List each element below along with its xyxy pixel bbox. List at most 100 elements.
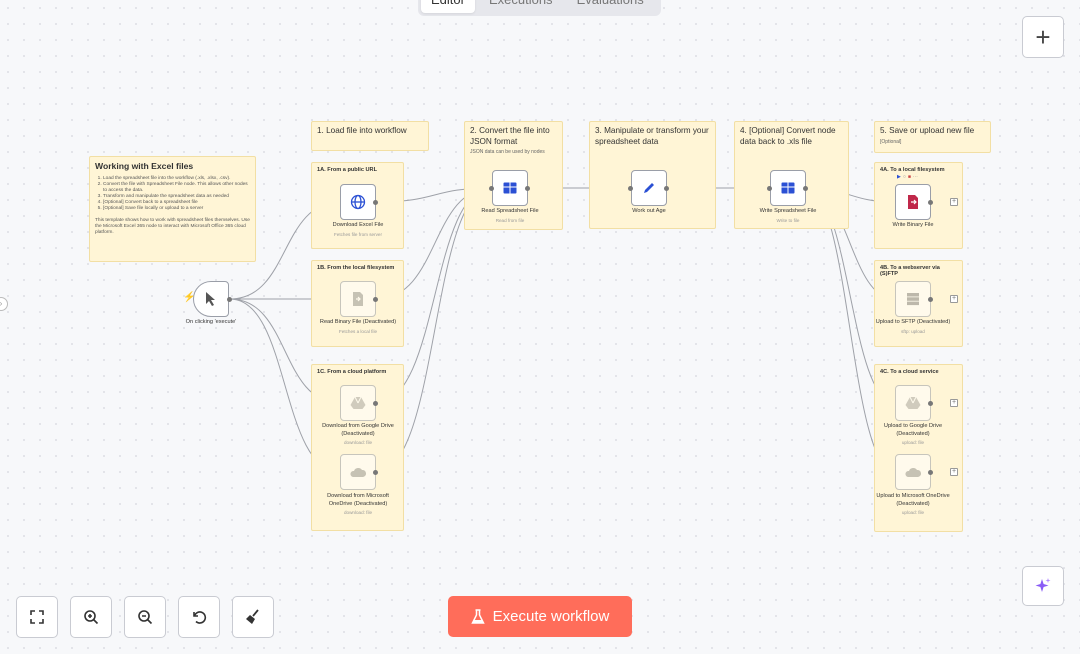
intro-footer: This template shows how to work with spr…	[95, 217, 250, 235]
upload-onedrive-output-handle[interactable]	[928, 470, 933, 475]
google-drive-icon	[905, 396, 921, 409]
upload-sftp-subtitle: sftp: upload	[901, 328, 925, 334]
sticky-4c[interactable]: 4C. To a cloud service	[874, 364, 963, 532]
work-out-age-output-handle[interactable]	[664, 186, 669, 191]
section-2-subtitle: JSON data can be used by nodes	[470, 149, 545, 155]
google-drive-icon	[350, 396, 366, 409]
work-out-age-label: Work out Age	[632, 208, 666, 214]
node-upload-sftp[interactable]	[895, 281, 931, 317]
read-spreadsheet-input-handle[interactable]	[489, 186, 494, 191]
add-next-node-button[interactable]: +	[950, 198, 958, 206]
reset-zoom-button[interactable]	[178, 596, 220, 638]
file-export-icon	[908, 195, 918, 209]
section-2-title: 2. Convert the file into JSON format	[470, 126, 550, 146]
upload-sftp-title: Upload to SFTP (Deactivated)	[875, 319, 951, 325]
read-spreadsheet-subtitle: Read from file	[495, 217, 525, 223]
node-write-binary[interactable]	[895, 184, 931, 220]
node-download-excel[interactable]	[340, 184, 376, 220]
gdrive-output-handle[interactable]	[373, 401, 378, 406]
globe-icon	[350, 194, 366, 210]
add-node-button[interactable]: +	[1022, 16, 1064, 58]
zoom-out-button[interactable]	[124, 596, 166, 638]
read-binary-title: Read Binary File (Deactivated)	[319, 319, 397, 325]
upload-gdrive-subtitle: upload: file	[901, 440, 925, 445]
onedrive-download-title: Download from Microsoft OneDrive (Deacti…	[327, 493, 389, 507]
trigger-label: On clicking 'execute'	[185, 319, 237, 325]
sticky-section-2[interactable]: 2. Convert the file into JSON format JSO…	[464, 121, 563, 230]
read-binary-output-handle[interactable]	[373, 297, 378, 302]
group-1c-label: 1C. From a cloud platform	[317, 369, 387, 375]
upload-onedrive-subtitle: upload: file	[901, 510, 925, 515]
power-icon[interactable]: ○	[902, 174, 908, 180]
zoom-in-icon	[84, 610, 99, 625]
onedrive-download-label: Download from Microsoft OneDrive (Deacti…	[318, 493, 398, 517]
group-4c-label: 4C. To a cloud service	[880, 369, 939, 375]
group-1a-label: 1A. From a public URL	[317, 167, 377, 173]
download-excel-subtitle: Fetches file from server	[334, 231, 382, 237]
execute-workflow-button[interactable]: Execute workflow	[448, 596, 632, 637]
intro-step: [Optional] Convert back to a spreadsheet…	[103, 200, 250, 206]
fit-view-button[interactable]	[16, 596, 58, 638]
ai-assistant-button[interactable]	[1022, 566, 1064, 606]
section-5-subtitle: [Optional]	[880, 138, 902, 145]
onedrive-download-subtitle: download: file	[343, 510, 373, 515]
node-gdrive-download[interactable]	[340, 385, 376, 421]
download-excel-label: Download Excel File Fetches file from se…	[318, 222, 398, 238]
node-work-out-age[interactable]	[631, 170, 667, 206]
trigger-output-handle[interactable]	[227, 297, 232, 302]
onedrive-output-handle[interactable]	[373, 470, 378, 475]
write-spreadsheet-input-handle[interactable]	[767, 186, 772, 191]
execute-workflow-label: Execute workflow	[492, 608, 610, 625]
add-next-node-button[interactable]: +	[950, 399, 958, 407]
sticky-4b[interactable]: 4B. To a webserver via (S)FTP	[874, 260, 963, 347]
node-read-binary[interactable]	[340, 281, 376, 317]
section-4-title: 4. [Optional] Convert node data back to …	[740, 126, 836, 146]
flask-icon	[470, 608, 485, 624]
onedrive-icon	[350, 468, 366, 477]
tab-editor[interactable]: Editor	[421, 0, 475, 13]
add-next-node-button[interactable]: +	[950, 295, 958, 303]
node-trigger[interactable]	[193, 281, 229, 317]
sticky-section-5[interactable]: 5. Save or upload new file [Optional]	[874, 121, 991, 153]
more-icon[interactable]: ⋯	[912, 174, 920, 180]
download-excel-title: Download Excel File	[332, 222, 384, 228]
node-onedrive-download[interactable]	[340, 454, 376, 490]
write-binary-output-handle[interactable]	[928, 200, 933, 205]
sftp-output-handle[interactable]	[928, 297, 933, 302]
section-1-title: 1. Load file into workflow	[317, 126, 407, 135]
read-spreadsheet-title: Read Spreadsheet File	[481, 208, 539, 214]
download-output-handle[interactable]	[373, 200, 378, 205]
onedrive-icon	[905, 468, 921, 477]
view-tabs: Editor Executions Evaluations	[418, 0, 661, 16]
intro-step: Load the spreadsheet file into the workf…	[103, 176, 250, 182]
plus-icon: +	[1035, 22, 1051, 52]
play-icon[interactable]: ▶	[897, 174, 903, 180]
upload-gdrive-output-handle[interactable]	[928, 401, 933, 406]
node-write-spreadsheet[interactable]	[770, 170, 806, 206]
tab-executions[interactable]: Executions	[479, 0, 563, 13]
section-3-title: 3. Manipulate or transform your spreadsh…	[595, 126, 709, 146]
intro-step: [Optional] Save file locally or upload t…	[103, 206, 250, 212]
node-read-spreadsheet[interactable]	[492, 170, 528, 206]
work-out-age-input-handle[interactable]	[628, 186, 633, 191]
upload-gdrive-label: Upload to Google Drive (Deactivated) upl…	[873, 423, 953, 447]
pencil-icon	[644, 183, 654, 193]
sticky-section-1[interactable]: 1. Load file into workflow	[311, 121, 429, 151]
node-upload-onedrive[interactable]	[895, 454, 931, 490]
lightning-icon: ⚡	[183, 292, 196, 303]
read-spreadsheet-output-handle[interactable]	[525, 186, 530, 191]
tidy-up-button[interactable]	[232, 596, 274, 638]
zoom-in-button[interactable]	[70, 596, 112, 638]
tab-evaluations[interactable]: Evaluations	[567, 0, 654, 13]
upload-gdrive-title: Upload to Google Drive (Deactivated)	[883, 423, 943, 437]
sticky-intro[interactable]: Working with Excel files Load the spread…	[89, 156, 256, 262]
node-upload-gdrive[interactable]	[895, 385, 931, 421]
add-next-node-button[interactable]: +	[950, 468, 958, 476]
upload-onedrive-label: Upload to Microsoft OneDrive (Deactivate…	[873, 493, 953, 517]
gdrive-download-label: Download from Google Drive (Deactivated)…	[318, 423, 398, 447]
write-spreadsheet-output-handle[interactable]	[803, 186, 808, 191]
node-hover-toolbar: ▶○■⋯	[897, 174, 920, 180]
cursor-icon	[206, 292, 215, 306]
read-spreadsheet-label: Read Spreadsheet File Read from file	[470, 208, 550, 224]
delete-icon[interactable]: ■	[907, 174, 913, 180]
